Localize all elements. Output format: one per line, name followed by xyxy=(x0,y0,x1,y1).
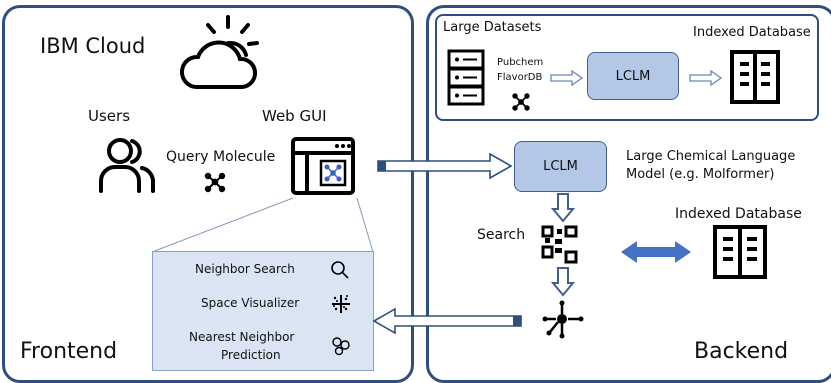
server-icon xyxy=(447,49,485,106)
molecule-icon xyxy=(204,172,226,193)
source-flavordb: FlavorDB xyxy=(497,72,543,83)
database-icon xyxy=(730,50,780,104)
users-icon xyxy=(99,138,155,193)
indexed-database-label-top: Indexed Database xyxy=(693,25,811,40)
scatter-icon xyxy=(332,295,350,313)
cloud-sun-icon xyxy=(179,15,259,89)
source-pubchem: Pubchem xyxy=(497,57,544,68)
feature-menu: Neighbor Search Space Visualizer Nearest… xyxy=(152,251,374,371)
arrow-right-icon xyxy=(689,69,723,87)
query-molecule-label: Query Molecule xyxy=(166,149,276,165)
model-description-line1: Large Chemical Language xyxy=(626,149,796,164)
frontend-panel-label: Frontend xyxy=(20,339,118,364)
web-gui-label: Web GUI xyxy=(262,107,327,125)
molecule-icon xyxy=(512,93,530,111)
indexed-database-label-mid: Indexed Database xyxy=(675,206,802,222)
web-gui-window-icon[interactable] xyxy=(291,137,355,195)
search-label: Search xyxy=(477,227,526,243)
ibm-cloud-label: IBM Cloud xyxy=(40,34,146,58)
magnifier-icon xyxy=(331,261,349,279)
query-arrow xyxy=(377,152,513,180)
cluster-icon xyxy=(332,337,350,356)
menu-item-prediction: Prediction xyxy=(221,348,281,362)
menu-item-space-visualizer[interactable]: Space Visualizer xyxy=(201,296,300,310)
model-description-line2: Model (e.g. Molformer) xyxy=(626,167,775,182)
menu-item-neighbor-search[interactable]: Neighbor Search xyxy=(195,262,295,276)
double-arrow xyxy=(621,241,691,263)
lclm-box-top: LCLM xyxy=(587,52,679,100)
result-arrow xyxy=(372,307,522,335)
data-ingestion-box xyxy=(435,14,819,121)
database-icon xyxy=(713,225,767,279)
users-label: Users xyxy=(88,107,131,125)
arrow-down-icon xyxy=(550,267,576,297)
network-icon xyxy=(542,300,584,339)
qr-search-icon xyxy=(541,225,578,264)
large-datasets-label: Large Datasets xyxy=(443,20,542,35)
backend-panel-label: Backend xyxy=(694,339,789,364)
arrow-down-icon xyxy=(550,193,576,223)
lclm-box-main: LCLM xyxy=(514,141,607,192)
menu-item-nearest-neighbor[interactable]: Nearest Neighbor xyxy=(189,330,295,344)
arrow-right-icon xyxy=(550,69,584,87)
